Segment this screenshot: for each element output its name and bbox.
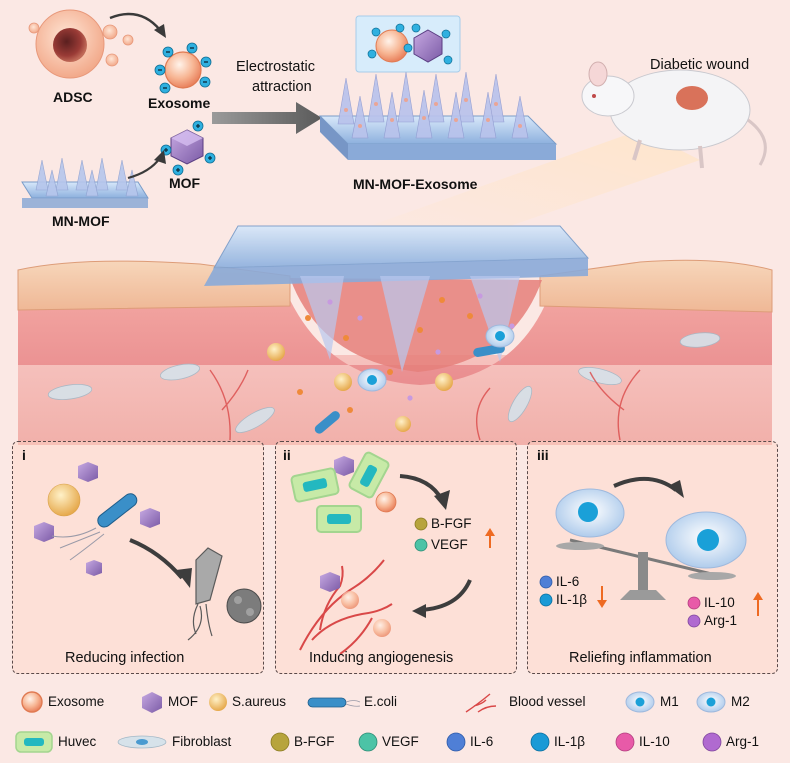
arrow-adsc-to-exosome — [109, 12, 161, 31]
panel-ii-caption: Inducing angiogenesis — [309, 650, 454, 666]
adsc-label: ADSC — [53, 89, 93, 105]
electrostatic-label: Electrostatic — [236, 59, 315, 75]
panel-iii-numeral: iii — [537, 447, 549, 463]
panel-inducing-angiogenesis — [275, 441, 517, 674]
electrostatic-arrow — [212, 102, 322, 134]
mn-mof-label: MN-MOF — [52, 213, 110, 229]
legend-arg1-label: Arg-1 — [726, 734, 760, 749]
legend-il10-label: IL-10 — [639, 734, 670, 749]
attraction-label: attraction — [252, 79, 312, 95]
arrow-head — [154, 150, 166, 164]
bfgf-marker-label: B-FGF — [431, 516, 472, 531]
legend-s-aureus-label: S.aureus — [232, 694, 287, 709]
legend-bfgf-label: B-FGF — [294, 734, 335, 749]
vegf-marker-label: VEGF — [431, 537, 468, 552]
light-beam — [330, 130, 700, 240]
panel-iii-caption: Reliefing inflammation — [569, 650, 712, 666]
panel-reducing-infection — [12, 441, 264, 674]
adsc-cell — [28, 9, 134, 79]
legend-il6-label: IL-6 — [470, 734, 494, 749]
arrow-head — [154, 24, 166, 38]
mn-mof-exosome-label: MN-MOF-Exosome — [353, 176, 478, 192]
wound-particles — [267, 293, 515, 434]
diabetic-wound-label: Diabetic wound — [650, 57, 750, 73]
legend-vegf-label: VEGF — [382, 734, 419, 749]
mouse-illustration — [581, 61, 767, 169]
patch-on-wound — [204, 225, 590, 372]
mn-mof-patch — [21, 157, 149, 208]
panel-i-caption: Reducing infection — [65, 650, 185, 666]
il6-marker-label: IL-6 — [556, 574, 580, 589]
legend-e-coli-label: E.coli — [364, 694, 398, 709]
panel-reliefing-inflammation — [527, 441, 778, 674]
legend-mof-label: MOF — [168, 694, 198, 709]
binding-inset — [355, 15, 461, 73]
panel-ii-numeral: ii — [283, 447, 291, 463]
il10-marker-label: IL-10 — [704, 595, 735, 610]
mof-label: MOF — [169, 175, 201, 191]
il1b-marker-label: IL-1β — [556, 592, 588, 607]
legend-m2-label: M2 — [731, 694, 750, 709]
legend-il1b-label: IL-1β — [554, 734, 586, 749]
arg1-marker-label: Arg-1 — [704, 613, 738, 628]
legend-blood-vessel-label: Blood vessel — [509, 694, 586, 709]
legend-huvec-label: Huvec — [58, 734, 97, 749]
exosome-label: Exosome — [148, 95, 211, 111]
legend-exosome-label: Exosome — [48, 694, 105, 709]
legend-m1-label: M1 — [660, 694, 679, 709]
mn-mof-exosome-patch — [318, 71, 558, 160]
panel-i-numeral: i — [22, 447, 26, 463]
legend-fibroblast-label: Fibroblast — [172, 734, 232, 749]
exosome-icon — [154, 42, 212, 94]
mof-icon — [160, 120, 216, 176]
